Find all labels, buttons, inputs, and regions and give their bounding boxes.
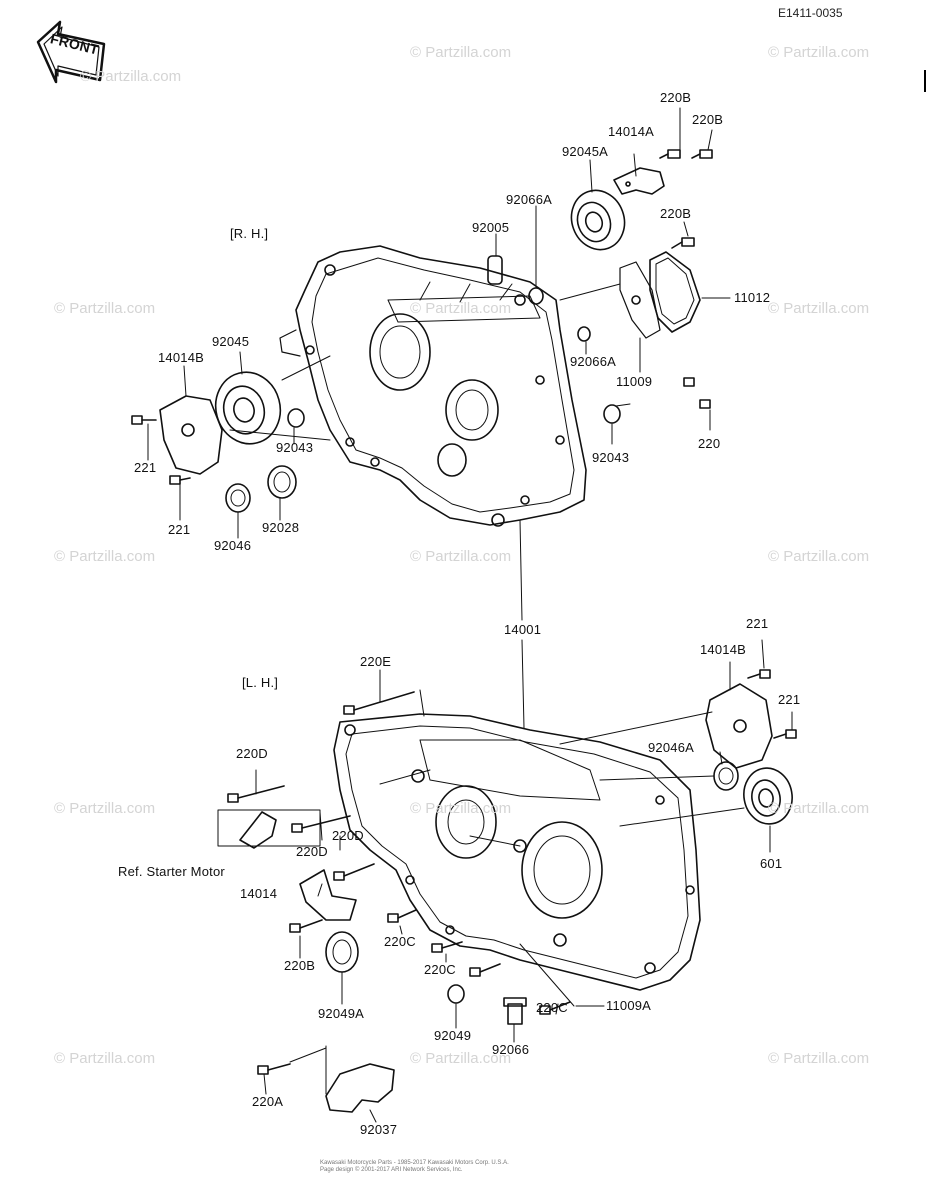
part-label-220D-c: 220D bbox=[296, 844, 328, 859]
watermark: © Partzilla.com bbox=[80, 68, 182, 85]
bracket-92037 bbox=[325, 1063, 395, 1113]
bearing-92045 bbox=[214, 371, 282, 445]
ref-starter-motor-note: Ref. Starter Motor bbox=[118, 864, 225, 879]
dowel-92005 bbox=[487, 255, 503, 285]
lh-leader-lines bbox=[255, 639, 793, 1123]
part-label-220C-c: 220C bbox=[536, 1000, 568, 1015]
copyright-line: Kawasaki Motorcycle Parts - 1985-2017 Ka… bbox=[320, 1160, 509, 1166]
cover-14014B-rh bbox=[159, 395, 223, 475]
cover-14014A bbox=[613, 167, 665, 195]
watermark: © Partzilla.com bbox=[54, 800, 156, 817]
part-label-220B-cover: 220B bbox=[660, 206, 692, 221]
part-label-14014B-rh: 14014B bbox=[158, 350, 205, 365]
part-label-221-c: 221 bbox=[746, 616, 769, 631]
part-label-220E: 220E bbox=[360, 654, 392, 669]
part-label-220D-b: 220D bbox=[332, 828, 364, 843]
part-label-92046: 92046 bbox=[214, 538, 252, 553]
needle-bearing-92046A bbox=[713, 761, 739, 791]
part-label-220: 220 bbox=[698, 436, 721, 451]
section-lh-label: [L. H.] bbox=[242, 675, 279, 690]
front-arrow-icon bbox=[36, 20, 106, 84]
watermark: © Partzilla.com bbox=[54, 548, 156, 565]
watermark: © Partzilla.com bbox=[410, 44, 512, 61]
bearing-92045A bbox=[570, 189, 626, 251]
part-label-220B-top2: 220B bbox=[692, 112, 724, 127]
bolt-220B-top bbox=[659, 149, 713, 249]
part-label-11012: 11012 bbox=[734, 290, 771, 305]
lh-bolts bbox=[227, 669, 797, 1075]
part-label-221-d: 221 bbox=[778, 692, 801, 707]
part-label-92005: 92005 bbox=[472, 220, 510, 235]
part-label-220D-a: 220D bbox=[236, 746, 268, 761]
part-label-92066A-mid: 92066A bbox=[570, 354, 617, 369]
part-label-11009A: 11009A bbox=[606, 998, 652, 1013]
watermark: © Partzilla.com bbox=[768, 1050, 870, 1067]
bearing-601 bbox=[743, 767, 793, 825]
part-label-14001: 14001 bbox=[504, 622, 542, 637]
part-label-92049A: 92049A bbox=[318, 1006, 365, 1021]
part-label-220C-a: 220C bbox=[384, 934, 416, 949]
starter-bracket bbox=[217, 809, 321, 849]
diagram-code: E1411-0035 bbox=[778, 6, 843, 20]
part-label-601: 601 bbox=[760, 856, 783, 871]
watermark: © Partzilla.com bbox=[54, 300, 156, 317]
part-label-11009: 11009 bbox=[616, 374, 653, 389]
part-label-14014B-lh: 14014B bbox=[700, 642, 747, 657]
watermark: © Partzilla.com bbox=[54, 1050, 156, 1067]
needle-bearing-92046 bbox=[225, 483, 251, 513]
part-label-92046A: 92046A bbox=[648, 740, 695, 755]
collar-92049 bbox=[447, 984, 465, 1004]
cover-14014B-lh bbox=[705, 683, 773, 769]
rh-leader-lines bbox=[147, 107, 731, 729]
part-label-92037: 92037 bbox=[360, 1122, 398, 1137]
part-label-92043-right: 92043 bbox=[592, 450, 630, 465]
copyright-line: Page design © 2001-2017 ARI Network Serv… bbox=[320, 1167, 463, 1173]
gasket-11009 bbox=[619, 261, 661, 339]
part-label-220B-lh: 220B bbox=[284, 958, 316, 973]
edge-mark bbox=[924, 70, 926, 92]
seal-92049A bbox=[325, 931, 359, 973]
watermark: © Partzilla.com bbox=[410, 1050, 512, 1067]
bearing-92028 bbox=[267, 465, 297, 499]
collar-92043 bbox=[287, 404, 621, 428]
watermark: © Partzilla.com bbox=[768, 44, 870, 61]
part-label-14014: 14014 bbox=[240, 886, 278, 901]
watermark: © Partzilla.com bbox=[410, 300, 512, 317]
part-label-221-a: 221 bbox=[134, 460, 157, 475]
watermark: © Partzilla.com bbox=[768, 300, 870, 317]
plate-14014 bbox=[299, 869, 357, 921]
part-label-92049: 92049 bbox=[434, 1028, 472, 1043]
bolt-221-rh bbox=[131, 377, 711, 485]
cover-11012 bbox=[649, 251, 701, 333]
part-label-220B-top1: 220B bbox=[660, 90, 692, 105]
part-label-221-b: 221 bbox=[168, 522, 191, 537]
part-label-92066: 92066 bbox=[492, 1042, 530, 1057]
part-label-92066A-top: 92066A bbox=[506, 192, 553, 207]
rh-crankcase bbox=[279, 245, 587, 527]
part-label-92028: 92028 bbox=[262, 520, 300, 535]
watermark: © Partzilla.com bbox=[410, 548, 512, 565]
plug-92066 bbox=[503, 997, 527, 1025]
watermark: © Partzilla.com bbox=[768, 800, 870, 817]
part-label-220A: 220A bbox=[252, 1094, 284, 1109]
lh-crankcase bbox=[333, 713, 701, 991]
watermark: © Partzilla.com bbox=[768, 548, 870, 565]
copyright-footer: Kawasaki Motorcycle Parts - 1985-2017 Ka… bbox=[320, 1160, 509, 1174]
section-rh-label: [R. H.] bbox=[230, 226, 269, 241]
part-label-92045A: 92045A bbox=[562, 144, 609, 159]
watermark: © Partzilla.com bbox=[410, 800, 512, 817]
part-label-92045: 92045 bbox=[212, 334, 250, 349]
part-label-92043-left: 92043 bbox=[276, 440, 314, 455]
part-label-220C-b: 220C bbox=[424, 962, 456, 977]
part-label-14014A: 14014A bbox=[608, 124, 655, 139]
